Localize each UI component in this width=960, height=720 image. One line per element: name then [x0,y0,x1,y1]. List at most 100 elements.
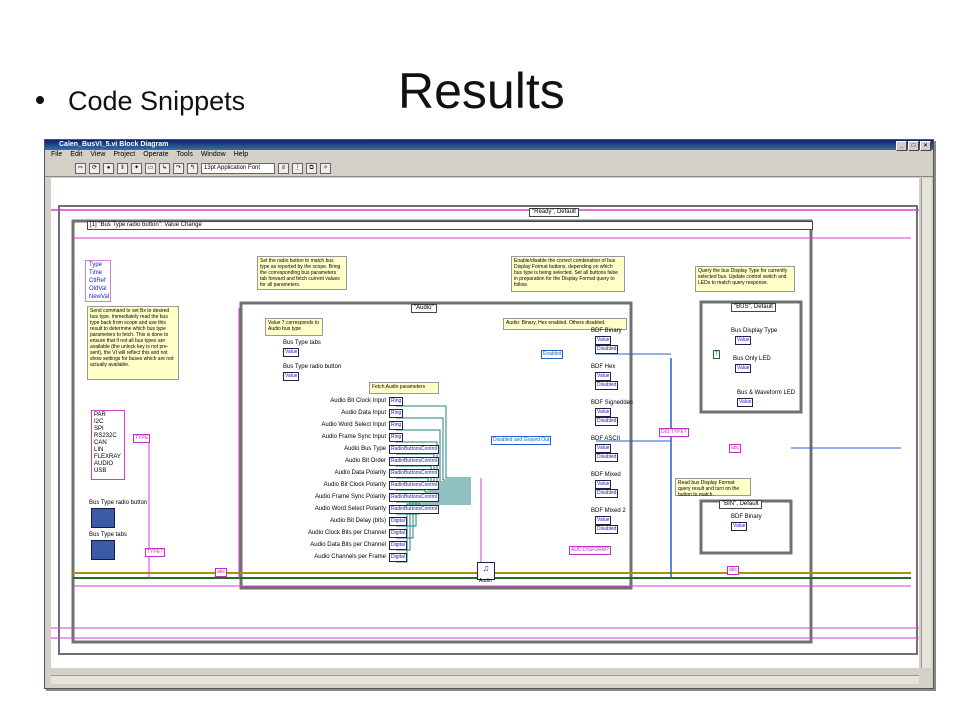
param-type-node[interactable]: Digital [389,517,407,526]
run-continuous-icon[interactable]: ⟳ [89,162,100,174]
bus-case-selector[interactable]: "BUS", Default [731,303,776,312]
vertical-scrollbar[interactable] [921,178,931,668]
bdf-disabled-node[interactable]: Disabled [595,525,619,534]
event-data-node[interactable]: Type Time CtlRef OldVal NewVal [85,260,111,302]
bin-case-selector[interactable]: "BIN", Default [719,500,762,509]
audio-subvi-icon[interactable]: ♫ [477,562,495,580]
fetch-label: Fetch Audio parameters [369,382,439,394]
bdf-value-node[interactable]: Value [595,408,612,417]
param-type-node[interactable]: Ring [389,397,404,406]
menu-window[interactable]: Window [200,151,226,158]
font-selector[interactable]: 13pt Application Font [201,162,275,174]
type-constant[interactable]: TYPE [133,434,151,443]
window-title: Calen_BusVI_5.vi Block Diagram [59,141,169,148]
param-type-node[interactable]: Ring [389,421,404,430]
bdf-value-node[interactable]: Value [595,444,612,453]
step-into-icon[interactable]: ↳ [159,162,170,174]
bus-only-led-value[interactable]: Value [735,364,752,373]
param-type-node[interactable]: RadioButtonsControl [389,445,440,454]
param-type-node[interactable]: RadioButtonsControl [389,481,440,490]
menubar: File Edit View Project Operate Tools Win… [45,150,933,160]
bus-spi: SPI [94,426,104,432]
bdf-group-label: BDF ASCII [591,436,621,442]
bus-display-type-value[interactable]: Value [735,336,752,345]
bus-waveform-led-value[interactable]: Value [737,398,754,407]
bdf-disabled-node[interactable]: Disabled [595,345,619,354]
close-icon[interactable]: × [920,141,931,151]
bus-list-constant[interactable]: PAR I2C SPI RS232C CAN LIN FLEXRAY AUDIO… [91,410,125,480]
radio-button-label: Bus Type radio button [89,500,148,506]
bdf-group-label: BDF Binary [591,328,622,334]
audio-enabled-note: Audio: Binary, Hex enabled. Others disab… [503,318,627,330]
param-label: Audio Bit Order [344,458,386,464]
bus-display-type-label: Bus Display Type [731,328,778,334]
param-type-node[interactable]: RadioButtonsControl [389,505,440,514]
true-const-1[interactable]: T [713,350,721,359]
param-type-node[interactable]: Digital [389,541,407,550]
pause-icon[interactable]: ‖ [117,162,128,174]
horizontal-scrollbar[interactable] [51,675,919,684]
abc-constant-1[interactable]: abc [729,444,742,453]
bdf-value-node[interactable]: Value [595,480,612,489]
maximize-icon[interactable]: □ [908,141,919,151]
bdf-disabled-node[interactable]: Disabled [595,453,619,462]
event-item-type: Type [89,262,103,268]
tabs-label: Bus Type tabs [89,532,127,538]
outer-case-selector[interactable]: "Ready", Default [529,208,579,217]
menu-tools[interactable]: Tools [176,151,193,158]
bdf-disabled-node[interactable]: Disabled [595,417,619,426]
bdf-value-node[interactable]: Value [595,336,612,345]
bdf-value-node[interactable]: Value [595,516,612,525]
minimize-icon[interactable]: _ [896,141,907,151]
radio-button-terminal-icon[interactable] [91,508,115,528]
reorder-icon[interactable]: ⧉ [306,162,317,174]
run-arrow-icon[interactable]: ⇨ [75,162,86,174]
bus-par: PAR [94,412,106,418]
param-type-node[interactable]: Ring [389,409,404,418]
bdf-disabled-node[interactable]: Disabled [595,381,619,390]
menu-help[interactable]: Help [233,151,249,158]
param-label: Audio Frame Sync Polarity [314,494,386,500]
menu-view[interactable]: View [90,151,106,158]
menu-edit[interactable]: Edit [70,151,83,158]
highlight-icon[interactable]: ✦ [131,162,142,174]
radio-node-label: Bus Type radio button [283,364,342,370]
param-type-node[interactable]: Ring [389,433,404,442]
step-over-icon[interactable]: ↷ [173,162,184,174]
param-type-node[interactable]: RadioButtonsControl [389,469,440,478]
enabled-ring[interactable]: Enabled [541,350,564,359]
audio-disform-constant[interactable]: AUD:DISFORM? [569,546,611,555]
abc-constant-2[interactable]: abc [727,566,740,575]
bin-bdf-binary-value[interactable]: Value [731,522,748,531]
bdf-value-node[interactable]: Value [595,372,612,381]
abc-constant-3[interactable]: abc [215,568,228,577]
retain-wire-icon[interactable]: ▭ [145,162,156,174]
type-query-constant[interactable]: TYPE? [145,548,165,557]
param-label: Audio Bit Delay (bits) [329,518,386,524]
bus-flexray: FLEXRAY [94,454,121,460]
align-icon[interactable]: ≡ [278,162,289,174]
param-type-node[interactable]: RadioButtonsControl [389,457,440,466]
param-type-node[interactable]: Digital [389,529,407,538]
disabled-ring[interactable]: Disabled and Grayed Out [491,436,552,445]
bdf-disabled-node[interactable]: Disabled [595,489,619,498]
radio-value-node[interactable]: Value [283,372,300,381]
window-titlebar[interactable]: Calen_BusVI_5.vi Block Diagram _ □ × [45,140,933,151]
menu-file[interactable]: File [51,151,63,158]
event-case-selector[interactable]: [1] "Bus Type radio button": Value Chang… [87,221,813,230]
param-type-node[interactable]: Digital [389,553,407,562]
toolbar: ⇨ ⟳ ● ‖ ✦ ▭ ↳ ↷ ↰ 13pt Application Font … [45,160,933,177]
distribute-icon[interactable]: ⋮ [292,162,303,174]
dis-type-constant[interactable]: DIS:TYPE? [659,428,689,437]
step-out-icon[interactable]: ↰ [187,162,198,174]
note-right-3: Read bus Display Format query result and… [675,478,751,498]
param-type-node[interactable]: RadioButtonsControl [389,493,440,502]
menu-project[interactable]: Project [113,151,136,158]
audio-case-selector[interactable]: "Audio" [411,304,437,313]
menu-operate[interactable]: Operate [143,151,169,158]
diagram-canvas[interactable]: "Ready", Default [1] "Bus Type radio but… [51,178,919,668]
tabs-value-node[interactable]: Value [283,348,300,357]
abort-icon[interactable]: ● [103,162,114,174]
tabs-terminal-icon[interactable] [91,540,115,560]
cleanup-icon[interactable]: ✧ [320,162,331,174]
